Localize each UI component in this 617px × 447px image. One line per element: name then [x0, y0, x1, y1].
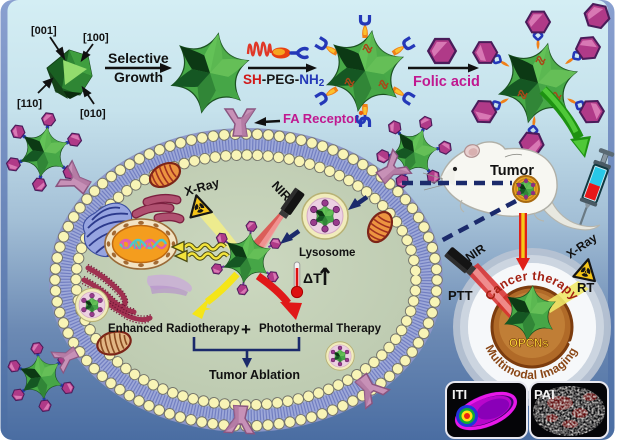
svg-text:N: N — [133, 238, 142, 252]
svg-text:[010]: [010] — [80, 108, 106, 120]
svg-text:[001]: [001] — [31, 25, 57, 37]
svg-text:Photothermal Therapy: Photothermal Therapy — [259, 323, 382, 335]
svg-text:Lysosome: Lysosome — [299, 247, 355, 259]
svg-text:A: A — [144, 238, 154, 252]
svg-text:SH-PEG-NH2: SH-PEG-NH2 — [243, 72, 325, 89]
svg-text:+: + — [241, 320, 251, 339]
svg-text:FA Receptor: FA Receptor — [283, 111, 359, 126]
svg-text:Tumor Ablation: Tumor Ablation — [209, 368, 300, 382]
svg-text:Selective: Selective — [108, 50, 169, 66]
svg-text:PAI: PAI — [534, 387, 555, 402]
svg-text:[100]: [100] — [83, 32, 109, 44]
svg-text:PTT: PTT — [448, 288, 473, 303]
svg-text:ΔT: ΔT — [303, 270, 322, 286]
svg-text:ITI: ITI — [452, 387, 467, 402]
svg-text:[110]: [110] — [17, 98, 42, 110]
svg-text:OPCNs: OPCNs — [509, 338, 549, 350]
svg-text:Folic acid: Folic acid — [413, 74, 480, 90]
svg-text:D: D — [121, 237, 131, 252]
svg-text:Enhanced Radiotherapy: Enhanced Radiotherapy — [108, 323, 240, 335]
svg-text:Growth: Growth — [114, 69, 163, 85]
svg-text:RT: RT — [577, 280, 594, 295]
svg-text:Tumor: Tumor — [490, 163, 534, 179]
